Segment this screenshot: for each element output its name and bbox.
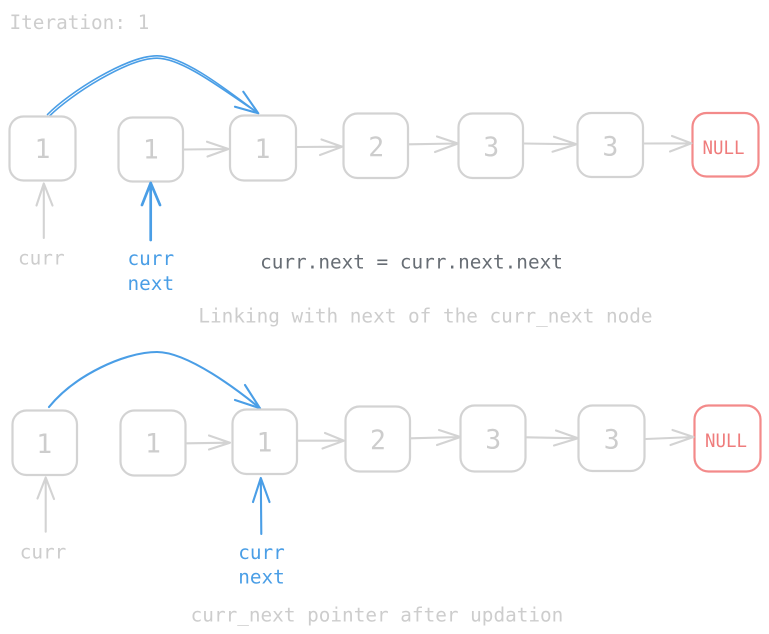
iteration-label: Iteration: 1 bbox=[10, 11, 150, 34]
curved-arrow-stroke bbox=[47, 350, 262, 410]
pointer-arrow bbox=[35, 182, 54, 240]
node-value: 3 bbox=[604, 425, 620, 456]
next-link-arrow bbox=[407, 135, 460, 154]
pointer-label-line: curr bbox=[238, 541, 285, 564]
pointer-curr: curr bbox=[20, 476, 67, 564]
node-box bbox=[8, 115, 77, 182]
list-node: 1 bbox=[8, 115, 77, 182]
next-link-arrow bbox=[409, 428, 462, 447]
node-value: 3 bbox=[483, 132, 499, 163]
node-box bbox=[576, 111, 645, 179]
node-box bbox=[119, 409, 187, 477]
panel-caption: curr_next pointer after updation bbox=[191, 604, 564, 627]
list-node: 1 bbox=[231, 408, 299, 476]
node-value: 1 bbox=[35, 134, 51, 165]
node-value: 1 bbox=[255, 134, 271, 165]
list-node: 1 bbox=[11, 409, 79, 477]
pointer-curr-next: curr next bbox=[128, 181, 175, 295]
next-link-arrow bbox=[182, 140, 230, 158]
node-value: 1 bbox=[145, 429, 161, 460]
node-value: 2 bbox=[368, 132, 384, 163]
pointer-label: curr bbox=[18, 247, 65, 270]
next-link-arrow bbox=[525, 429, 580, 447]
null-node: NULL bbox=[693, 404, 762, 473]
list-node: 1 bbox=[119, 409, 187, 477]
code-statement: curr.next = curr.next.next bbox=[260, 251, 563, 274]
node-box bbox=[457, 112, 525, 180]
null-node-box bbox=[693, 404, 762, 473]
next-link-arrow bbox=[296, 431, 346, 450]
list-node: 3 bbox=[457, 112, 525, 180]
panel-caption: Linking with next of the curr_next node bbox=[198, 305, 652, 328]
curved-arrow-stroke bbox=[46, 55, 260, 116]
list-node: 1 bbox=[117, 116, 185, 183]
node-value: 3 bbox=[485, 425, 501, 456]
step-panel-after-update: 1 1 1 2 3 3 NULL bbox=[11, 350, 762, 627]
null-node-label: NULL bbox=[705, 430, 747, 452]
list-node: 3 bbox=[459, 404, 527, 473]
next-link-arrow bbox=[644, 428, 695, 447]
node-box bbox=[459, 404, 527, 473]
pointer-arrow bbox=[140, 181, 162, 242]
arrowhead bbox=[233, 90, 260, 115]
node-box bbox=[231, 408, 299, 476]
list-node: 3 bbox=[577, 404, 646, 473]
node-value: 2 bbox=[370, 425, 386, 456]
pointer-label: curr bbox=[20, 541, 67, 564]
next-link-arrow bbox=[642, 134, 693, 153]
curved-arrow-stroke bbox=[48, 57, 259, 117]
list-node: 2 bbox=[342, 112, 410, 180]
pointer-arrow bbox=[251, 476, 271, 536]
next-link-arrow bbox=[185, 434, 232, 451]
node-value: 1 bbox=[257, 428, 273, 459]
pointer-label-line: curr bbox=[128, 247, 175, 270]
list-node: 2 bbox=[344, 405, 412, 473]
null-node-box bbox=[691, 111, 760, 178]
next-link-arrow bbox=[522, 135, 578, 153]
pointer-curr-next: curr next bbox=[238, 476, 285, 589]
null-node-label: NULL bbox=[703, 137, 745, 159]
null-node: NULL bbox=[691, 111, 760, 178]
next-link-arrow bbox=[295, 138, 344, 157]
list-node: 3 bbox=[576, 111, 645, 179]
node-box bbox=[11, 409, 79, 477]
node-value: 1 bbox=[36, 429, 52, 460]
bypass-link-arrow bbox=[46, 55, 260, 117]
node-value: 1 bbox=[143, 135, 159, 166]
node-box bbox=[228, 114, 298, 182]
list-node: 1 bbox=[228, 114, 298, 182]
pointer-arrow bbox=[36, 476, 56, 533]
pointer-curr: curr bbox=[18, 182, 65, 270]
arrowhead bbox=[233, 383, 262, 410]
pointer-label-line: next bbox=[238, 566, 285, 589]
node-box bbox=[342, 112, 410, 180]
pointer-label-line: next bbox=[128, 272, 175, 295]
bypass-link-arrow bbox=[47, 350, 262, 410]
step-panel-linking: 1 1 1 2 3 3 NULL bbox=[8, 55, 760, 328]
node-value: 3 bbox=[602, 132, 618, 163]
